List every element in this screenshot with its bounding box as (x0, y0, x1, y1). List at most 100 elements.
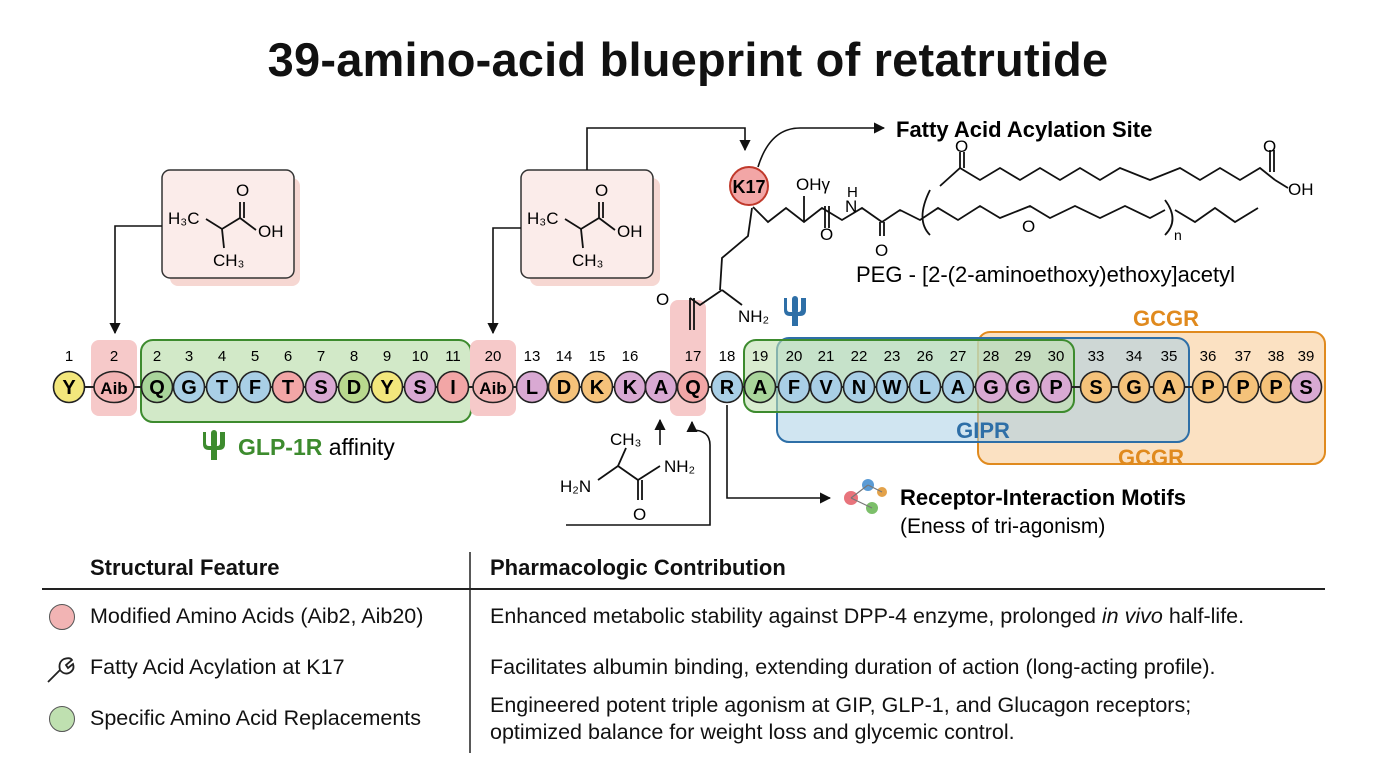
svg-text:OHγ: OHγ (796, 175, 831, 194)
residue-19 (676, 370, 710, 404)
residue-letter: P (1269, 377, 1282, 399)
residue-18 (644, 370, 678, 404)
svg-text:O: O (595, 181, 608, 200)
residue-letter: A (654, 377, 668, 399)
residue-7 (271, 370, 305, 404)
glp1r-affinity-label: affinity (322, 434, 395, 460)
residue-number: 15 (589, 348, 606, 365)
residue-letter: D (557, 377, 571, 399)
residue-number: 10 (412, 348, 429, 365)
motifs-title: Receptor-Interaction Motifs (900, 485, 1186, 510)
residue-15 (547, 370, 581, 404)
residue-letter: Aib (100, 379, 127, 398)
svg-text:O: O (633, 505, 646, 524)
residue-number: 38 (1268, 348, 1285, 365)
residue-number: 39 (1298, 348, 1315, 365)
residue-number: 20 (485, 348, 502, 365)
aib20-structure: H₃C OH O CH₃ (520, 169, 660, 286)
residue-letter: R (720, 377, 735, 399)
residue-14 (515, 370, 549, 404)
residue-letter: Q (149, 377, 165, 399)
svg-text:O: O (656, 290, 669, 309)
residue-letter: A (1162, 377, 1176, 399)
residue-letter: A (951, 377, 965, 399)
residue-number: 22 (851, 348, 868, 365)
residue-5 (205, 370, 239, 404)
table-row-feature: Fatty Acid Acylation at K17 (90, 655, 345, 679)
table-row-contribution: Enhanced metabolic stability against DPP… (490, 604, 1245, 628)
residue-37 (1289, 370, 1323, 404)
residue-letter: Y (62, 377, 76, 399)
table-row-contribution: optimized balance for weight loss and gl… (490, 720, 1015, 744)
residue-letter: G (1015, 377, 1031, 399)
residue-letter: F (249, 377, 261, 399)
h3c-label: H₃C (168, 209, 199, 228)
residue-letter: I (450, 377, 456, 399)
residue-number: 8 (350, 348, 358, 365)
residue-10 (370, 370, 404, 404)
residue-letter: S (1089, 377, 1102, 399)
residue-6 (238, 370, 272, 404)
residue-number: 19 (752, 348, 769, 365)
residue-number: 2 (110, 348, 118, 365)
svg-text:NH₂: NH₂ (664, 457, 695, 476)
svg-text:OH: OH (1288, 180, 1314, 199)
k17-label: K17 (732, 177, 765, 197)
residue-letter: S (314, 377, 327, 399)
residue-number: 2 (153, 348, 161, 365)
residue-number: 18 (719, 348, 736, 365)
residue-number: 5 (251, 348, 259, 365)
alanine-structure (597, 447, 661, 500)
residue-letter: Y (380, 377, 394, 399)
peg-label: PEG - [2-(2-aminoethoxy)ethoxy]acetyl (856, 262, 1235, 287)
svg-text:O: O (955, 137, 968, 156)
residue-12 (436, 370, 470, 404)
receptor-icon-blue (784, 296, 806, 326)
residue-letter: W (883, 377, 902, 399)
residue-letter: T (282, 377, 294, 399)
residue-20 (710, 370, 744, 404)
residue-chain: Y1Aib2Q2G3T4F5T6S7D8Y9S10I11Aib20L13D14K… (52, 348, 1323, 404)
residue-2 (93, 370, 135, 404)
motifs-subtitle: (Eness of tri-agonism) (900, 515, 1105, 538)
residue-number: 30 (1048, 348, 1065, 365)
svg-text:H: H (847, 184, 858, 201)
k17-node (729, 166, 769, 206)
residue-letter: Q (685, 377, 701, 399)
residue-letter: K (623, 377, 638, 399)
residue-letter: T (216, 377, 228, 399)
residue-letter: G (1126, 377, 1142, 399)
residue-30 (1039, 370, 1073, 404)
residue-25 (875, 370, 909, 404)
residue-number: 23 (884, 348, 901, 365)
residue-letter: P (1049, 377, 1062, 399)
residue-letter: V (819, 377, 833, 399)
residue-number: 4 (218, 348, 226, 365)
svg-text:O: O (1022, 217, 1035, 236)
residue-number: 27 (950, 348, 967, 365)
residue-number: 21 (818, 348, 835, 365)
svg-text:CH₃: CH₃ (572, 251, 603, 270)
residue-letter: G (181, 377, 197, 399)
ch3-label: CH₃ (213, 251, 244, 270)
residue-29 (1006, 370, 1040, 404)
pink-circle-icon (49, 604, 75, 630)
residue-number: 34 (1126, 348, 1143, 365)
residue-letter: D (347, 377, 361, 399)
col-pharmacologic-contribution: Pharmacologic Contribution (490, 555, 786, 580)
receptor-icon (203, 430, 225, 460)
residue-letter: L (526, 377, 538, 399)
residue-letter: F (788, 377, 800, 399)
residue-number: 1 (65, 348, 73, 365)
table-row-feature: Modified Amino Acids (Aib2, Aib20) (90, 604, 424, 628)
residue-number: 6 (284, 348, 292, 365)
residue-number: 28 (983, 348, 1000, 365)
svg-text:CH₃: CH₃ (610, 430, 641, 449)
residue-letter: S (413, 377, 426, 399)
table-row-contribution: Facilitates albumin binding, extending d… (490, 655, 1216, 679)
svg-text:N: N (845, 197, 857, 216)
residue-26 (908, 370, 942, 404)
svg-text:O: O (875, 241, 888, 260)
residue-16 (580, 370, 614, 404)
gcgr-top-label: GCGR (1133, 306, 1199, 331)
